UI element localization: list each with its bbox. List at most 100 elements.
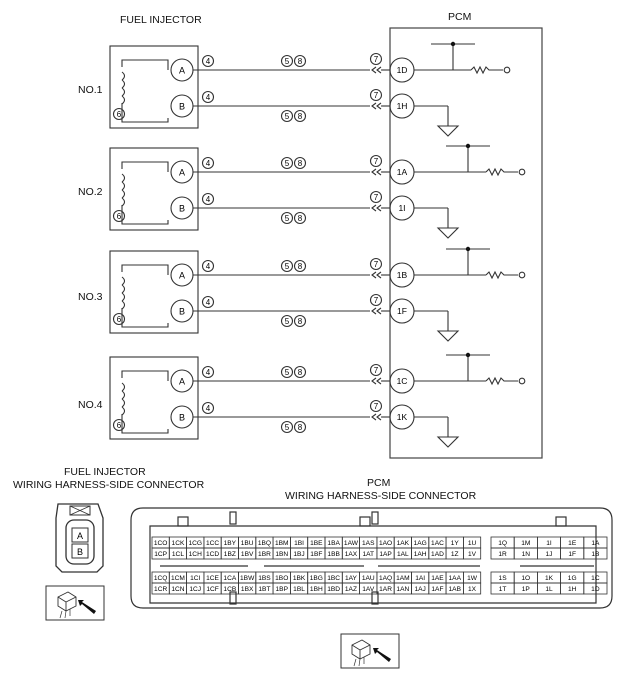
connector-mark <box>371 66 382 74</box>
coil-wire <box>121 264 169 328</box>
pcm-pin-label: 1CE <box>206 575 219 582</box>
svg-text:7: 7 <box>374 91 379 100</box>
svg-text:5: 5 <box>285 423 290 432</box>
injector-connector-drawing: A B <box>55 503 104 573</box>
pin-b-label: B <box>179 307 185 317</box>
svg-text:7: 7 <box>374 157 379 166</box>
pcm-pin-label: 1Y <box>451 540 460 547</box>
callout-8 <box>293 420 307 434</box>
svg-text:4: 4 <box>206 195 211 204</box>
terminal-end <box>518 271 526 279</box>
callout-7 <box>369 257 383 271</box>
ground-symbol <box>436 330 460 342</box>
svg-text:7: 7 <box>374 296 379 305</box>
injector-connector-title-2: WIRING HARNESS-SIDE CONNECTOR <box>13 479 205 491</box>
svg-text:5: 5 <box>285 317 290 326</box>
callout-4 <box>201 295 215 309</box>
coil-wire <box>121 370 169 434</box>
pcm-pin-label: 1CF <box>206 586 218 593</box>
pcm-pin-label: 1AR <box>379 586 392 593</box>
callout-7 <box>369 52 383 66</box>
pcm-pin-label: 1BU <box>241 540 254 547</box>
pcm-pin-label: 1AX <box>345 551 358 558</box>
pcm-pin-label: 1BG <box>310 575 323 582</box>
pcm-connector-title-1: PCM <box>367 477 391 489</box>
svg-text:4: 4 <box>206 404 211 413</box>
view-direction-icon <box>340 633 400 669</box>
pcm-pin-label: 1AP <box>379 551 392 558</box>
callout-4 <box>201 259 215 273</box>
pcm-pin-label: 1J <box>546 551 553 558</box>
pcm-pin-label: 1R <box>498 551 507 558</box>
callout-5 <box>280 259 294 273</box>
injector-pin-b: B <box>77 547 83 557</box>
pcm-pin-label: 1BO <box>275 575 288 582</box>
pin-a-label: A <box>179 271 185 281</box>
pcm-terminal-label: 1A <box>397 167 408 177</box>
pcm-pin-label: 1S <box>499 575 508 582</box>
terminal-end <box>518 168 526 176</box>
view-direction-icon <box>45 585 105 621</box>
pcm-pin-label: 1N <box>522 551 531 558</box>
injector-box <box>109 147 199 231</box>
pcm-pin-label: 1BN <box>275 551 288 558</box>
connector-mark <box>371 102 382 110</box>
pcm-pin-label: 1BR <box>258 551 271 558</box>
pcm-pin-label: 1H <box>568 586 577 593</box>
pcm-pin-label: 1Z <box>451 551 459 558</box>
svg-text:8: 8 <box>298 159 303 168</box>
pin-a-label: A <box>179 168 185 178</box>
resistor <box>485 270 518 280</box>
resistor <box>485 376 518 386</box>
callout-5 <box>280 211 294 225</box>
svg-text:7: 7 <box>374 193 379 202</box>
callout-6 <box>112 107 126 121</box>
pcm-pin-label: 1AQ <box>379 575 392 582</box>
pcm-pin-label: 1AO <box>379 540 392 547</box>
ground-symbol <box>436 436 460 448</box>
resistor <box>485 167 518 177</box>
pcm-pin-label: 1U <box>468 540 477 547</box>
pcm-pin-label: 1BP <box>276 586 289 593</box>
injector-box <box>109 45 199 129</box>
svg-text:5: 5 <box>285 368 290 377</box>
pcm-pin-label: 1AZ <box>345 586 357 593</box>
pcm-pin-label: 1CO <box>154 540 168 547</box>
pcm-terminal-label: 1C <box>397 376 408 386</box>
svg-text:5: 5 <box>285 57 290 66</box>
callout-8 <box>293 156 307 170</box>
pcm-pin-label: 1AD <box>431 551 444 558</box>
injector-pin-a: A <box>77 531 83 541</box>
callout-5 <box>280 420 294 434</box>
pcm-pin-label: 1BI <box>294 540 304 547</box>
svg-text:4: 4 <box>206 159 211 168</box>
pin-b-label: B <box>179 413 185 423</box>
callout-7 <box>369 363 383 377</box>
svg-text:8: 8 <box>298 262 303 271</box>
pcm-terminal-label: 1D <box>397 65 408 75</box>
connector-mark <box>371 168 382 176</box>
pcm-terminal-label: 1H <box>397 101 408 111</box>
pcm-pin-label: 1I <box>546 540 552 547</box>
pcm-pin-label: 1BL <box>293 586 305 593</box>
svg-text:4: 4 <box>206 57 211 66</box>
pcm-pin-label: 1BB <box>327 551 340 558</box>
pcm-pin-label: 1AS <box>362 540 375 547</box>
pcm-pin-label: 1BZ <box>224 551 236 558</box>
ground-symbol <box>436 227 460 239</box>
pcm-pin-label: 1BH <box>310 586 323 593</box>
pcm-terminal-label: 1K <box>397 412 408 422</box>
pcm-pin-label: 1B <box>591 551 600 558</box>
pcm-pin-label: 1AV <box>362 586 375 593</box>
pcm-pin-label: 1BF <box>310 551 322 558</box>
svg-text:4: 4 <box>206 93 211 102</box>
pcm-pin-label: 1CG <box>188 540 202 547</box>
pcm-pin-label: 1BS <box>258 575 271 582</box>
pcm-pin-label: 1CM <box>171 575 185 582</box>
callout-4 <box>201 365 215 379</box>
callout-5 <box>280 54 294 68</box>
pcm-pin-label: 1CI <box>190 575 200 582</box>
pcm-pin-label: 1D <box>591 586 600 593</box>
pcm-pin-label: 1BD <box>327 586 340 593</box>
